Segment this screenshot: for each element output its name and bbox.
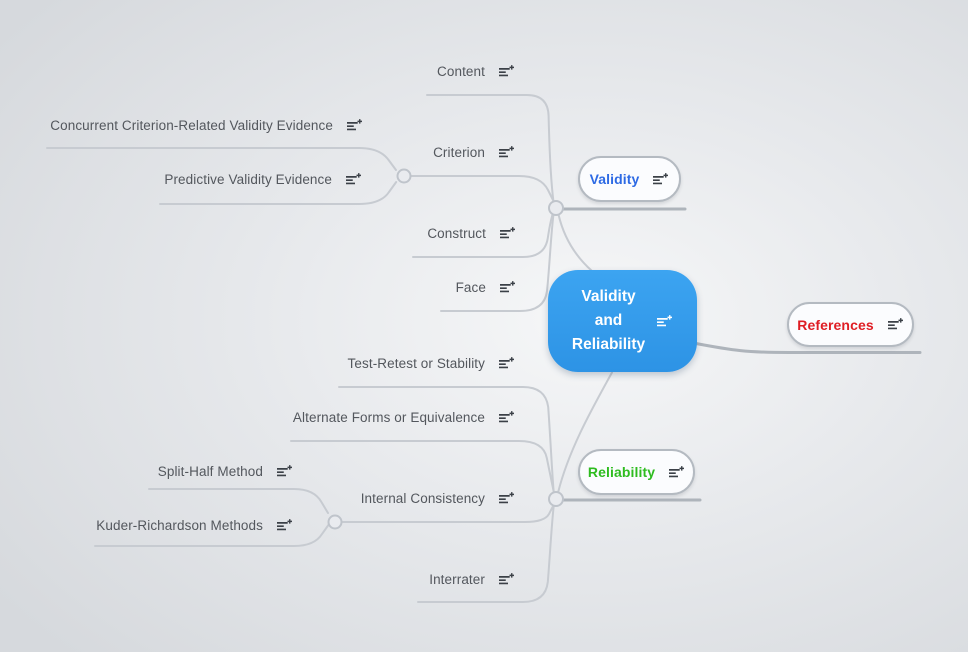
subtopic-content[interactable]: Content — [437, 60, 515, 82]
topic-reliability[interactable]: Reliability — [578, 449, 695, 495]
subtopic-test-retest-label: Test-Retest or Stability — [347, 355, 485, 371]
edge-validity-trunk — [557, 213, 593, 272]
subtopic-concurrent-label: Concurrent Criterion-Related Validity Ev… — [50, 117, 333, 133]
add-notes-icon[interactable] — [652, 172, 669, 187]
subtopic-criterion-label: Criterion — [433, 144, 485, 160]
subtopic-face-label: Face — [455, 279, 486, 295]
subtopic-content-label: Content — [437, 63, 485, 79]
edge-alternate-forms — [290, 440, 555, 492]
subtopic-construct[interactable]: Construct — [427, 222, 516, 244]
edge-split-half — [148, 488, 329, 514]
edge-predictive — [159, 181, 398, 205]
add-notes-icon[interactable] — [276, 518, 293, 533]
topic-validity-label: Validity — [589, 171, 640, 187]
topic-validity[interactable]: Validity — [578, 156, 681, 202]
edge-test-retest — [338, 386, 555, 492]
add-notes-icon[interactable] — [499, 280, 516, 295]
topic-references-label: References — [797, 316, 874, 333]
root-topic-validity-and-reliability[interactable]: Validity and Reliability — [548, 270, 697, 372]
add-notes-icon[interactable] — [656, 314, 673, 329]
subtopic-predictive-validity[interactable]: Predictive Validity Evidence — [164, 168, 362, 190]
edge-references-underline — [694, 342, 922, 354]
subtopic-construct-label: Construct — [427, 225, 486, 241]
add-notes-icon[interactable] — [498, 572, 515, 587]
edge-interrater — [417, 506, 555, 603]
subtopic-internal-consistency[interactable]: Internal Consistency — [361, 487, 515, 509]
subtopic-split-half[interactable]: Split-Half Method — [158, 460, 293, 482]
subtopic-kuder-richardson-label: Kuder-Richardson Methods — [96, 517, 263, 533]
subtopic-concurrent-criterion-related[interactable]: Concurrent Criterion-Related Validity Ev… — [50, 114, 363, 136]
add-notes-icon[interactable] — [346, 118, 363, 133]
add-notes-icon[interactable] — [887, 317, 904, 332]
subtopic-kuder-richardson[interactable]: Kuder-Richardson Methods — [96, 514, 293, 536]
add-notes-icon[interactable] — [345, 172, 362, 187]
edge-content — [426, 94, 555, 203]
edge-face — [440, 211, 555, 312]
subtopic-face[interactable]: Face — [456, 276, 516, 298]
add-notes-icon[interactable] — [498, 145, 515, 160]
topic-reliability-label: Reliability — [587, 464, 656, 480]
edge-reliability-trunk — [557, 371, 613, 493]
subtopic-interrater-label: Interrater — [429, 571, 485, 587]
add-notes-icon[interactable] — [498, 356, 515, 371]
internal-consistency-junction-dot[interactable] — [327, 514, 343, 530]
subtopic-split-half-label: Split-Half Method — [157, 463, 263, 479]
edge-internal-consistency — [341, 506, 554, 523]
validity-junction-dot[interactable] — [548, 200, 564, 216]
subtopic-alternate-forms-label: Alternate Forms or Equivalence — [292, 409, 485, 425]
add-notes-icon[interactable] — [276, 464, 293, 479]
edge-construct — [412, 210, 555, 258]
add-notes-icon[interactable] — [499, 226, 516, 241]
reliability-junction-dot[interactable] — [548, 491, 564, 507]
subtopic-interrater[interactable]: Interrater — [429, 568, 515, 590]
subtopic-predictive-label: Predictive Validity Evidence — [164, 171, 332, 187]
add-notes-icon[interactable] — [498, 491, 515, 506]
criterion-junction-dot[interactable] — [396, 168, 412, 184]
edge-kuder-richardson — [94, 524, 330, 547]
topic-references[interactable]: References — [787, 302, 914, 347]
subtopic-criterion[interactable]: Criterion — [433, 141, 515, 163]
add-notes-icon[interactable] — [498, 410, 515, 425]
edge-criterion — [403, 175, 554, 201]
edge-concurrent — [46, 147, 397, 171]
add-notes-icon[interactable] — [498, 64, 515, 79]
subtopic-test-retest[interactable]: Test-Retest or Stability — [348, 352, 515, 374]
root-topic-label: Validity and Reliability — [571, 288, 646, 353]
subtopic-internal-consistency-label: Internal Consistency — [360, 490, 485, 506]
subtopic-alternate-forms[interactable]: Alternate Forms or Equivalence — [293, 406, 515, 428]
add-notes-icon[interactable] — [668, 465, 685, 480]
